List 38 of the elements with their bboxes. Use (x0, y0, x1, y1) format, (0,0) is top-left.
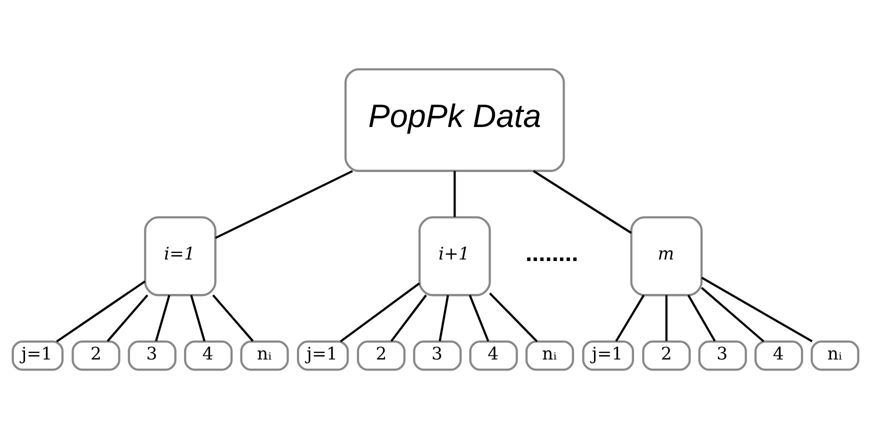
connector (615, 294, 645, 342)
node-box: nᵢ (810, 340, 860, 370)
connector (56, 280, 146, 342)
node-box: j=1 (582, 340, 634, 370)
node-box: 2 (72, 340, 120, 370)
node-box: 3 (413, 340, 462, 370)
connector (700, 286, 764, 342)
node-box: PopPk Data (344, 68, 565, 172)
node-box: 2 (356, 340, 406, 370)
node-box: j=1 (296, 340, 349, 370)
connector (340, 282, 420, 342)
connector (665, 294, 668, 341)
connector (489, 292, 538, 342)
connector (106, 294, 148, 342)
connector (215, 170, 353, 238)
node-box: 3 (698, 340, 747, 370)
node-box: m (630, 216, 703, 296)
connector (454, 170, 456, 216)
node-box: j=1 (12, 340, 64, 370)
node-box: i+1 (418, 216, 491, 296)
node-box: 4 (754, 340, 804, 370)
node-box: i=1 (144, 216, 216, 296)
node-box: nᵢ (525, 340, 574, 370)
node-box: 4 (469, 340, 518, 370)
connector (532, 170, 632, 234)
node-box: 4 (184, 340, 233, 370)
connector (468, 294, 490, 342)
connector (438, 294, 449, 341)
connector (155, 294, 170, 341)
connector (390, 294, 427, 342)
node-box: nᵢ (240, 340, 289, 370)
connector (701, 276, 813, 342)
connector (212, 294, 254, 342)
node-box: 3 (128, 340, 176, 370)
label: ........ (525, 240, 578, 267)
connector (190, 294, 206, 341)
node-box: 2 (642, 340, 691, 370)
connector (687, 294, 716, 342)
